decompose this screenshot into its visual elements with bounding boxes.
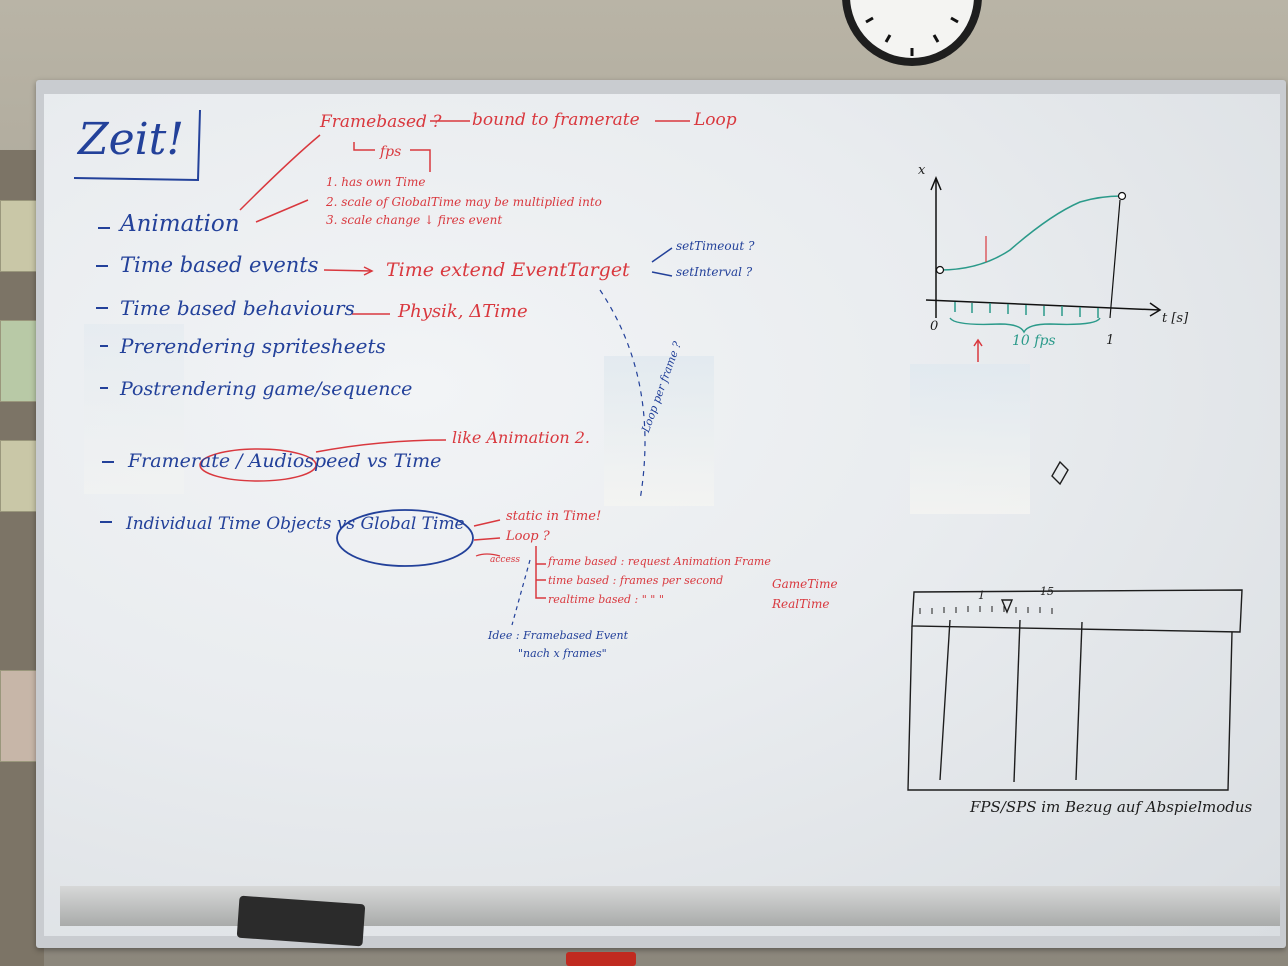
topic-individual-time: Individual Time Objects vs Global Time [126, 514, 465, 534]
graph-x-label: x [918, 163, 926, 178]
note-item-1: 1. has own Time [326, 175, 426, 189]
graph-t-axis [925, 299, 1161, 311]
loop-per-frame-dashed [599, 289, 646, 501]
animation-link-arrow [255, 199, 309, 223]
playhead-marker [1000, 599, 1014, 614]
timeline-sketch [907, 589, 1243, 791]
idee-dashed-line [511, 559, 531, 626]
topic-postrendering: Postrendering game/sequence [120, 378, 413, 400]
topic-animation: Animation [120, 211, 240, 237]
animation-link-line [239, 134, 321, 211]
note-time-extend: Time extend EventTarget [386, 259, 630, 281]
note-loop: Loop ? [506, 529, 550, 544]
timeline-mark-b: 15 [1040, 585, 1054, 598]
note-like-animation: like Animation 2. [452, 428, 591, 447]
note-nach-frames: "nach x frames" [518, 647, 607, 660]
wall-clock [842, 0, 982, 66]
note-real-time: RealTime [772, 597, 830, 611]
red-marker[interactable] [566, 952, 636, 966]
note-bound: bound to framerate [472, 110, 640, 130]
note-time-based: time based : frames per second [548, 574, 724, 587]
global-time-arrows [473, 519, 501, 541]
topic-time-based-events: Time based events [120, 253, 319, 277]
timeline-ruler [911, 589, 1243, 633]
topic-framerate: Framerate / Audiospeed vs Time [128, 450, 442, 472]
note-loop-top: Loop [694, 110, 737, 130]
note-item-3: 3. scale change ↓ fires event [326, 213, 503, 227]
topic-time-based-behaviours: Time based behaviours [120, 296, 355, 320]
graph-fps-label: 10 fps [1012, 333, 1056, 349]
graph-origin-label: 0 [930, 319, 939, 334]
global-time-circle [336, 509, 474, 567]
audiospeed-circle [199, 448, 317, 482]
bullet-dashes [96, 227, 114, 523]
note-idee: Idee : Framebased Event [488, 629, 629, 642]
events-arrow [323, 269, 373, 272]
whiteboard-surface [44, 94, 1280, 936]
topic-prerendering: Prerendering spritesheets [120, 334, 386, 358]
note-set-interval: setInterval ? [676, 265, 753, 279]
timeline-mark-a: 1 [978, 589, 985, 602]
note-set-timeout: setTimeout ? [676, 239, 755, 253]
events-branch [651, 247, 673, 277]
timeline-panel [907, 625, 1233, 791]
fps-bracket [353, 142, 431, 172]
curve-graph [925, 176, 1162, 362]
window-reflection [84, 324, 184, 494]
graph-t-label: t [s] [1162, 311, 1189, 326]
window-reflection [604, 356, 714, 506]
fps-brace [949, 317, 1101, 334]
framerate-arrow [315, 439, 447, 453]
note-item-2: 2. scale of GlobalTime may be multiplied… [326, 195, 602, 209]
note-physik: Physik, ΔTime [398, 301, 528, 322]
note-frame-based: frame based : request Animation Frame [548, 555, 771, 568]
window-reflection [910, 364, 1030, 514]
note-framebased: Framebased ? [320, 112, 442, 132]
graph-curve [939, 195, 1123, 271]
graph-end-label: 1 [1106, 333, 1115, 348]
loop-bracket [535, 546, 546, 599]
board-title: Zeit! [78, 114, 185, 165]
note-realtime-based: realtime based : " " " [548, 593, 664, 606]
note-static: static in Time! [506, 509, 602, 524]
note-fps: fps [380, 144, 402, 160]
note-game-time: GameTime [772, 577, 838, 591]
diamond-sketch [1051, 460, 1069, 486]
timeline-caption: FPS/SPS im Bezug auf Abspielmodus [970, 798, 1253, 816]
title-underline [73, 109, 201, 182]
note-access: access [490, 555, 521, 565]
